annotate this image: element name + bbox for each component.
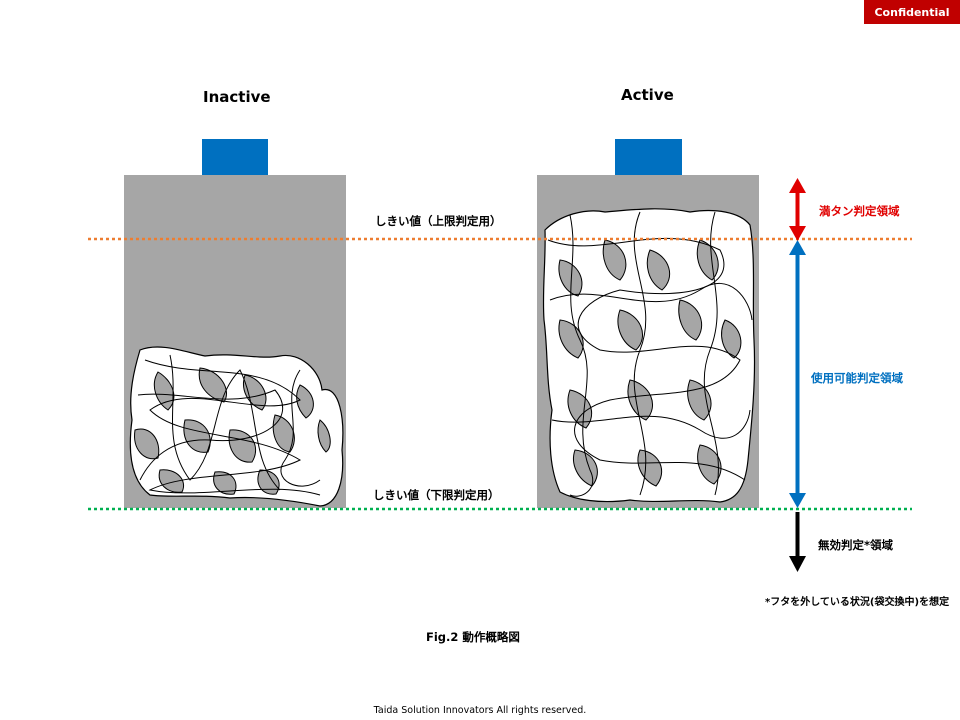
invalid-zone-arrow [789,512,806,572]
inactive-trash-scribble [137,354,321,496]
copyright-footer: Taida Solution Innovators All rights res… [373,705,587,716]
lower-threshold-label: しきい値（下限判定用） [373,488,500,502]
usable-zone-label: 使用可能判定領域 [811,371,903,385]
full-zone-label: 満タン判定領域 [819,204,900,218]
invalid-zone-label: 無効判定*領域 [818,538,894,552]
active-sensor [615,139,682,175]
figure-caption: Fig.2 動作概略図 [426,630,520,644]
upper-threshold-label: しきい値（上限判定用） [375,214,502,228]
active-container [537,139,759,508]
active-title: Active [621,86,674,104]
inactive-container [124,139,346,508]
confidential-badge: Confidential [864,0,960,24]
inactive-trash-pile [129,346,344,507]
usable-zone-arrow [789,240,806,508]
footnote: *フタを外している状況(袋交換中)を想定 [765,597,950,608]
active-trash-fill [558,239,742,487]
active-trash-scribble [547,211,753,497]
inactive-title: Inactive [203,88,271,106]
inactive-sensor [202,139,268,175]
active-trash-pile [542,208,756,503]
full-zone-arrow [789,178,806,241]
